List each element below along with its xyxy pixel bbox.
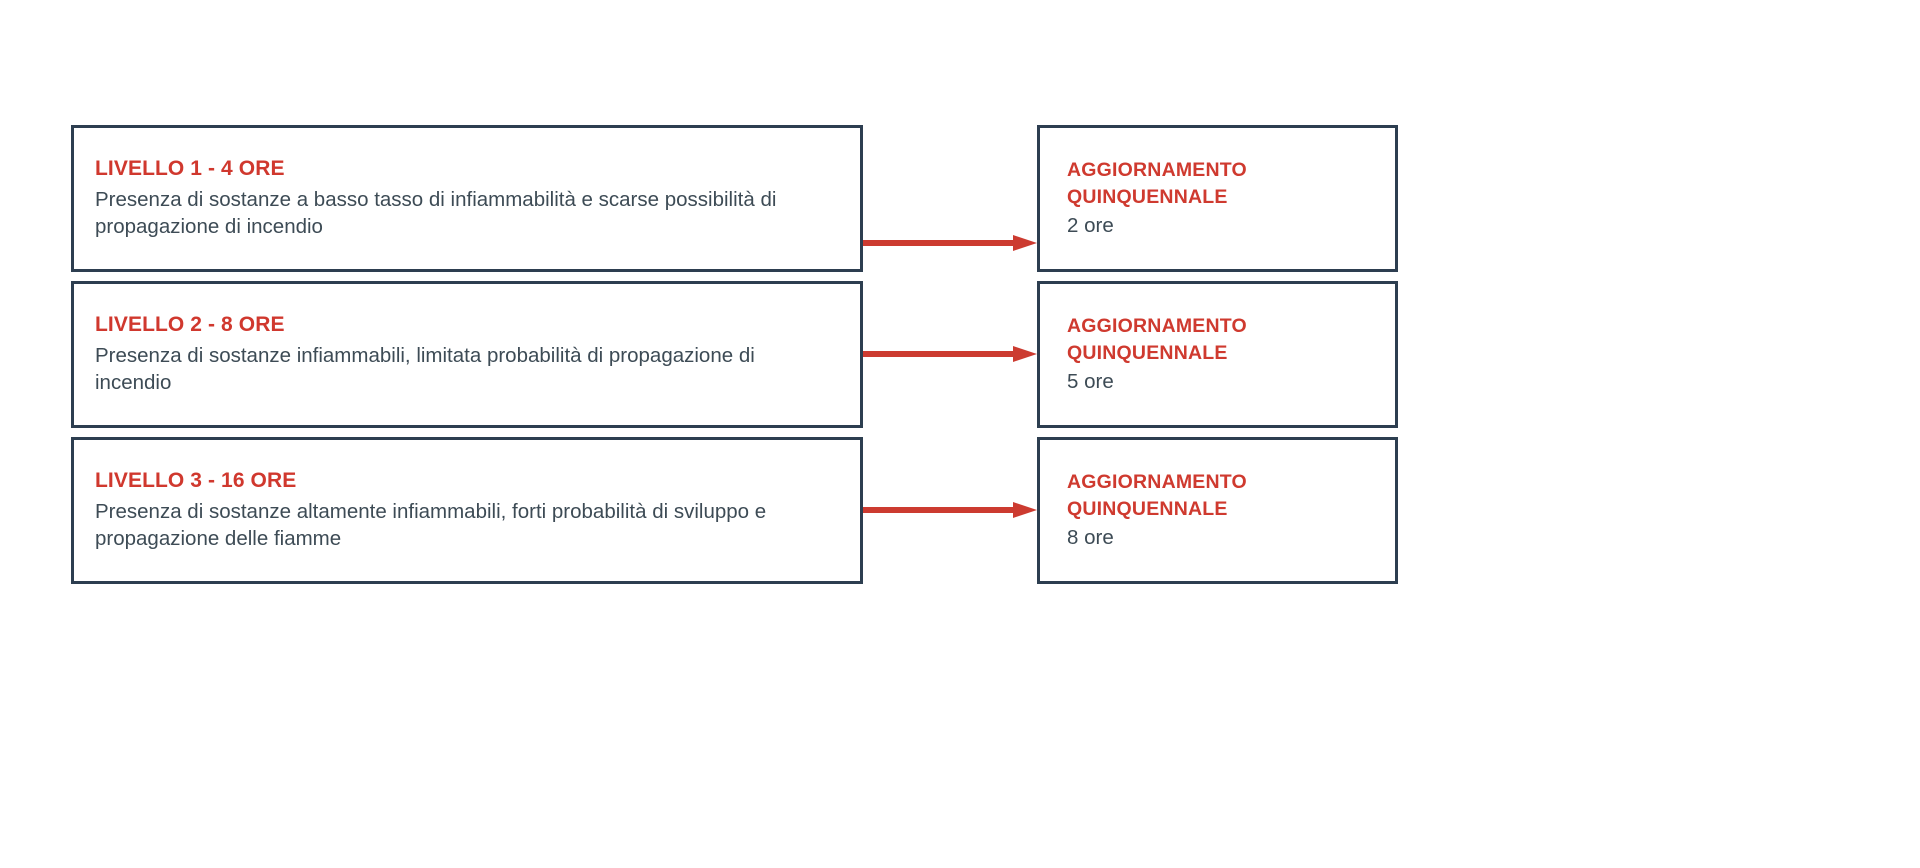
arrow-right-icon [863,346,1037,362]
level-title: LIVELLO 1 - 4 ORE [95,157,285,181]
refresh-box: AGGIORNAMENTO QUINQUENNALE 8 ore [1037,437,1398,584]
refresh-hours: 8 ore [1067,526,1114,550]
refresh-title: AGGIORNAMENTO QUINQUENNALE [1067,315,1247,365]
arrow-right-icon [863,235,1037,251]
diagram-row: LIVELLO 3 - 16 ORE Presenza di sostanze … [0,437,1920,584]
level-description: Presenza di sostanze a basso tasso di in… [95,187,777,238]
refresh-box: AGGIORNAMENTO QUINQUENNALE 5 ore [1037,281,1398,428]
level-box: LIVELLO 2 - 8 ORE Presenza di sostanze i… [71,281,863,428]
diagram-row: LIVELLO 2 - 8 ORE Presenza di sostanze i… [0,281,1920,428]
connector-arrow [863,233,1037,253]
level-description: Presenza di sostanze altamente infiammab… [95,499,767,550]
level-box: LIVELLO 3 - 16 ORE Presenza di sostanze … [71,437,863,584]
connector-arrow [863,344,1037,364]
level-box: LIVELLO 1 - 4 ORE Presenza di sostanze a… [71,125,863,272]
arrow-right-icon [863,502,1037,518]
level-title: LIVELLO 3 - 16 ORE [95,469,297,493]
level-description: Presenza di sostanze infiammabili, limit… [95,343,755,394]
refresh-box: AGGIORNAMENTO QUINQUENNALE 2 ore [1037,125,1398,272]
refresh-hours: 2 ore [1067,214,1114,238]
refresh-title: AGGIORNAMENTO QUINQUENNALE [1067,471,1247,521]
refresh-hours: 5 ore [1067,370,1114,394]
diagram-row: LIVELLO 1 - 4 ORE Presenza di sostanze a… [0,125,1920,272]
level-title: LIVELLO 2 - 8 ORE [95,313,285,337]
connector-arrow [863,500,1037,520]
refresh-title: AGGIORNAMENTO QUINQUENNALE [1067,159,1247,209]
